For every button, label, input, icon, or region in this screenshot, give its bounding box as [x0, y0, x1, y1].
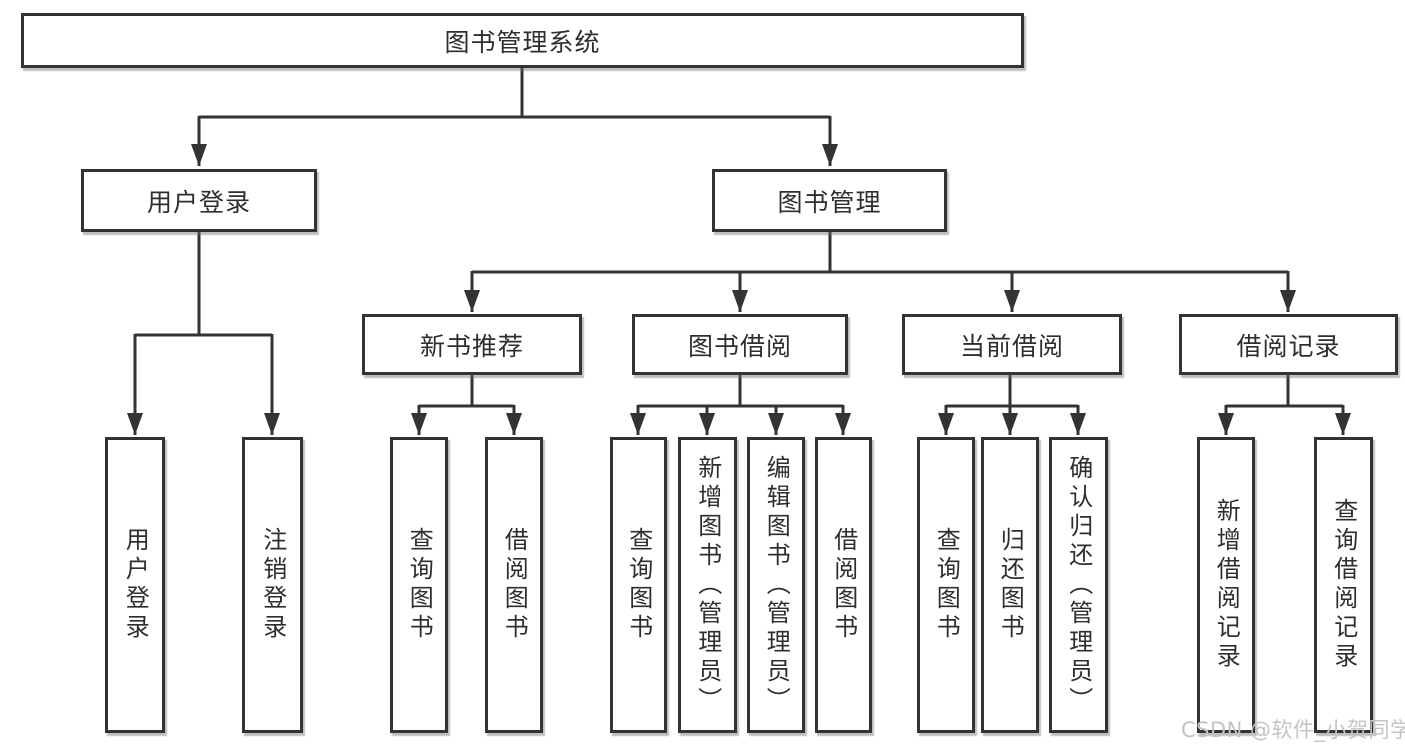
leaf-return-book: 归还图书 [981, 437, 1039, 733]
leaf-query-book-borrowing: 查询图书 [610, 437, 667, 733]
leaf-user-login: 用户登录 [105, 437, 165, 733]
leaf-borrow-book: 借阅图书 [815, 437, 872, 733]
node-new-book-recommendation: 新书推荐 [362, 314, 582, 375]
node-current-borrowing: 当前借阅 [902, 314, 1122, 375]
leaf-add-borrow-record: 新增借阅记录 [1197, 437, 1255, 733]
leaf-query-borrow-record: 查询借阅记录 [1314, 437, 1373, 733]
leaf-add-book-admin: 新增图书（管理员） [678, 437, 737, 733]
node-book-borrowing: 图书借阅 [632, 314, 848, 375]
node-user-login: 用户登录 [81, 169, 317, 232]
csdn-watermark: CSDN @软件_小贺同学 [1181, 718, 1405, 742]
leaf-query-book-recommend: 查询图书 [390, 437, 448, 733]
leaf-confirm-return-admin: 确认归还（管理员） [1049, 437, 1108, 733]
leaf-query-book-current: 查询图书 [917, 437, 975, 733]
node-book-management: 图书管理 [712, 169, 947, 232]
node-borrowing-records: 借阅记录 [1179, 314, 1398, 375]
node-root: 图书管理系统 [21, 13, 1024, 68]
leaf-edit-book-admin: 编辑图书（管理员） [747, 437, 805, 733]
leaf-logout: 注销登录 [242, 437, 303, 733]
leaf-borrow-book-recommend: 借阅图书 [485, 437, 543, 733]
